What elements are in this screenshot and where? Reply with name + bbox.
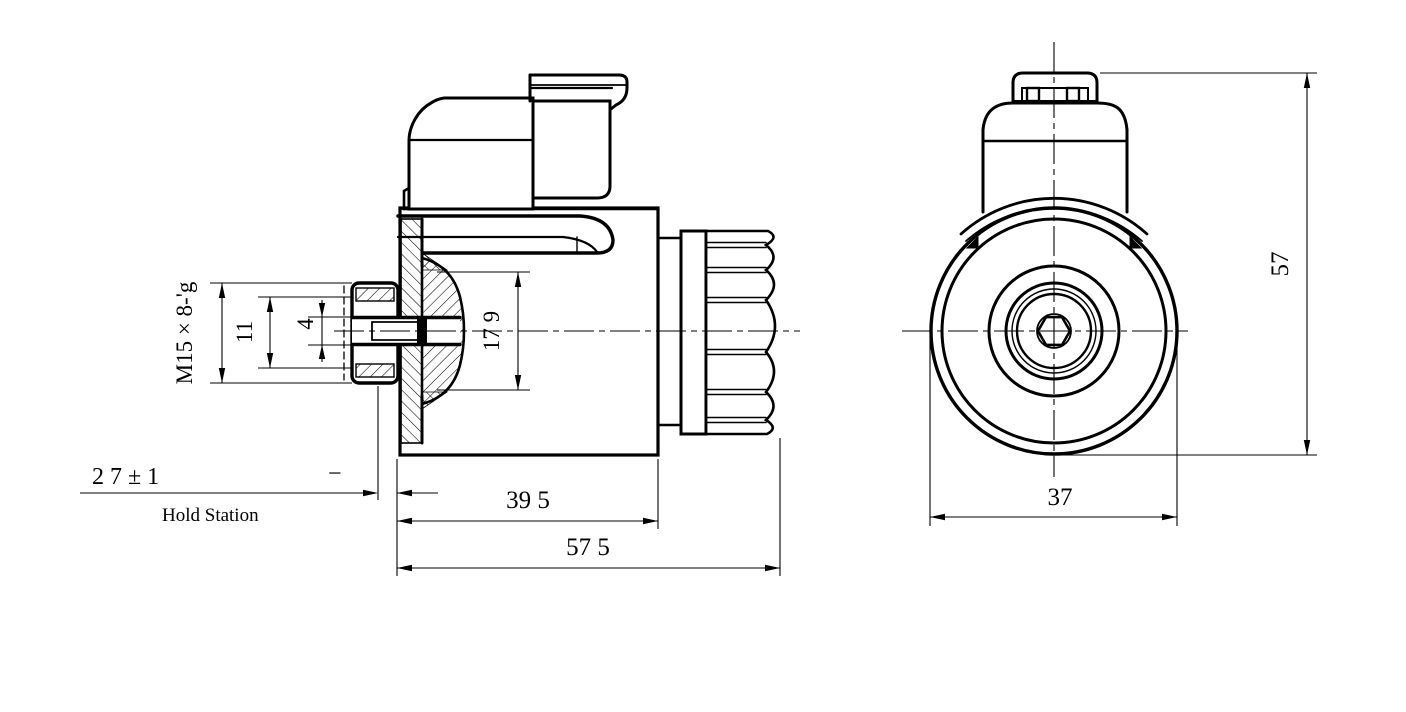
clamp-tabs [954, 232, 1154, 258]
dim-37-label: 37 [1048, 484, 1073, 511]
dim-39-5-label: 39 5 [506, 487, 550, 514]
nut-ribs [705, 241, 767, 424]
dim-thread-label: M15 × 8-'g [172, 281, 197, 384]
dim-57-5-label: 57 5 [566, 534, 610, 561]
connector-end [981, 71, 1129, 214]
manual-override-nut [656, 229, 777, 436]
hold-station-label: Hold Station [162, 505, 259, 526]
dimension-lines [80, 72, 1317, 576]
hex-socket [1036, 315, 1072, 347]
dim-17-9-label: 17 9 [479, 311, 504, 351]
mounting-plate [396, 214, 615, 255]
minus-mark: − [328, 461, 342, 487]
dim-4-label: 4 [293, 318, 318, 330]
dim-11-label: 11 [232, 321, 257, 343]
dim-stroke-label: 2 7 ± 1 [92, 464, 159, 490]
dim-57-label: 57 [1267, 252, 1294, 277]
centerlines [334, 42, 1188, 477]
dimension-arrows [218, 73, 1311, 572]
connector-side [402, 73, 629, 211]
side-view [343, 73, 777, 457]
